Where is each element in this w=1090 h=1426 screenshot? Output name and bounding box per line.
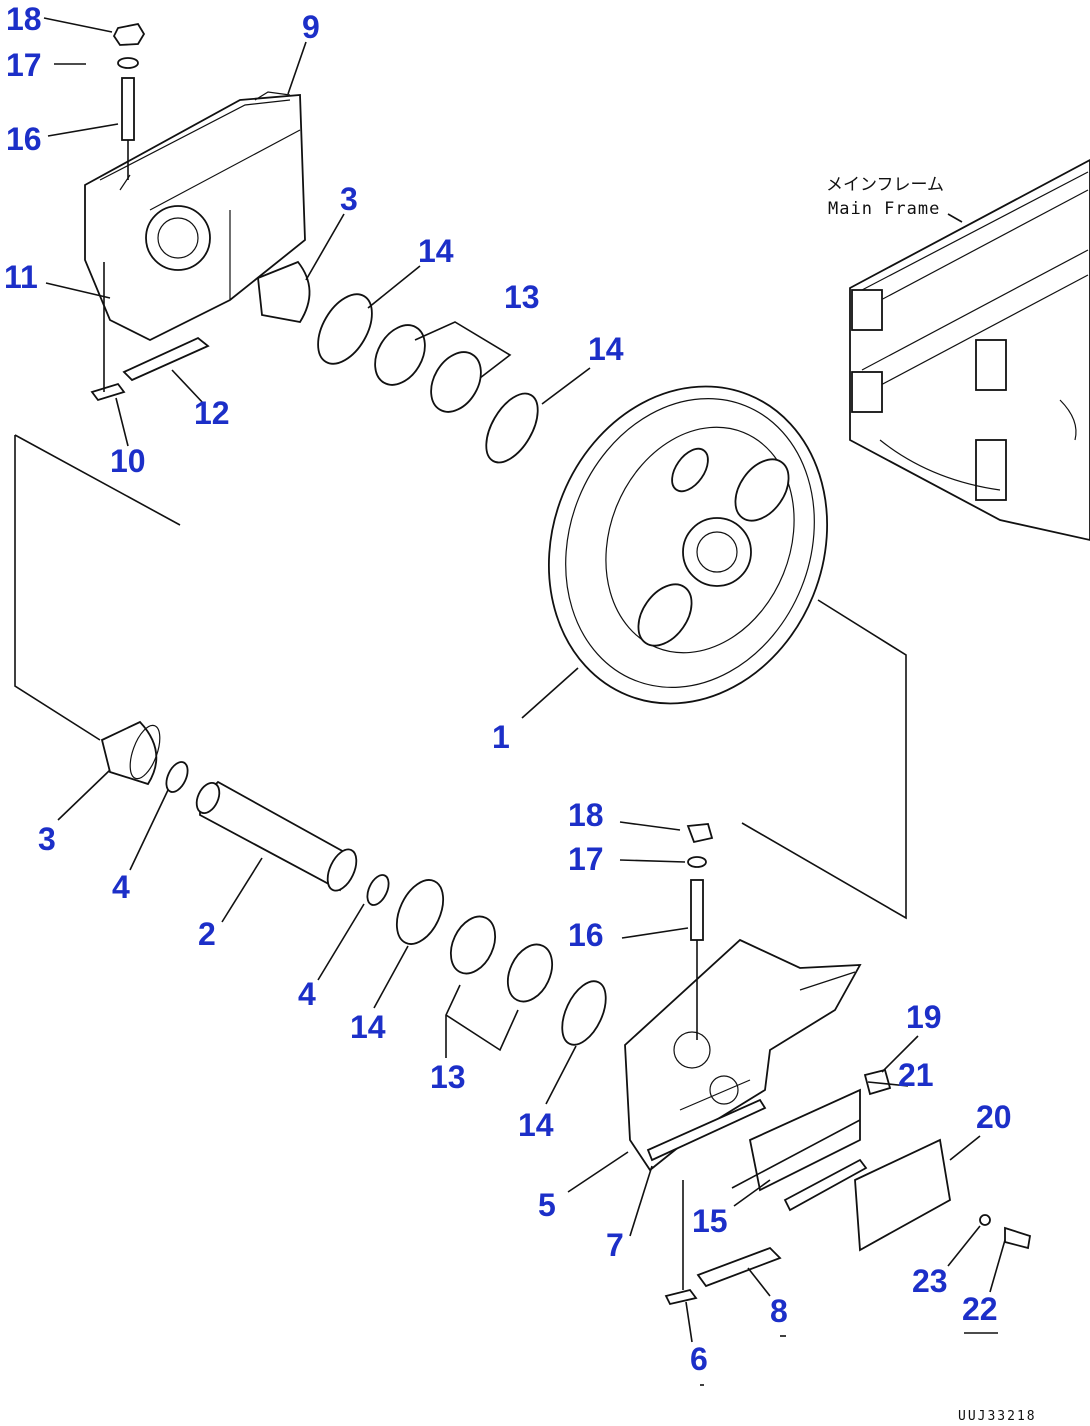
callout-5: 5 <box>538 1187 556 1223</box>
callout-23: 23 <box>912 1263 948 1299</box>
guide-shim <box>783 1158 868 1212</box>
callout-4-b: 4 <box>298 976 316 1012</box>
callout-20: 20 <box>976 1099 1012 1135</box>
guide-plate-outer <box>854 1138 951 1252</box>
callout-17-lower: 17 <box>568 841 604 877</box>
lower-bolt-drawing <box>682 823 714 1290</box>
upper-shim-plate <box>122 336 210 382</box>
callout-4-a: 4 <box>112 869 130 905</box>
guide-plate-inner <box>748 1088 861 1192</box>
callout-14-b: 14 <box>588 331 624 367</box>
callout-3-lower: 3 <box>38 821 56 857</box>
bolt-22-drawing <box>1004 1226 1032 1250</box>
lower-shim-plate <box>696 1246 782 1288</box>
callout-1: 1 <box>492 719 510 755</box>
upper-seal-b <box>430 351 482 413</box>
callout-22: 22 <box>962 1291 998 1327</box>
lower-seal-a <box>449 915 497 975</box>
callout-18-upper: 18 <box>6 1 42 37</box>
washer-23-drawing <box>979 1214 991 1226</box>
callout-18-lower: 18 <box>568 797 604 833</box>
callout-7: 7 <box>606 1227 624 1263</box>
leader-lines <box>14 17 1006 1386</box>
callout-14-c: 14 <box>350 1009 386 1045</box>
upper-o-ring-a <box>317 293 373 365</box>
bolt-19-drawing <box>863 1068 892 1096</box>
callout-11: 11 <box>4 259 38 295</box>
lower-bushing-drawing <box>100 720 161 786</box>
callout-9: 9 <box>302 9 320 45</box>
lower-seal-b <box>506 943 554 1003</box>
callout-15: 15 <box>692 1203 728 1239</box>
callout-8: 8 <box>770 1293 788 1329</box>
callout-19: 19 <box>906 999 942 1035</box>
callout-16-lower: 16 <box>568 917 604 953</box>
callout-21: 21 <box>898 1057 934 1093</box>
lower-support-drawing <box>624 938 862 1172</box>
lower-ring-b <box>366 874 390 906</box>
idler-wheel-drawing <box>547 385 829 705</box>
callout-2: 2 <box>198 916 216 952</box>
lower-ring-a <box>165 761 189 793</box>
main-frame-label-english: Main Frame <box>828 199 940 219</box>
callout-6: 6 <box>690 1341 708 1377</box>
upper-shim-small <box>90 382 126 402</box>
callout-16-upper: 16 <box>6 121 42 157</box>
drawing-code: UUJ33218 <box>958 1409 1037 1424</box>
lower-o-ring-a <box>395 879 445 945</box>
upper-bushing-drawing <box>257 260 311 323</box>
callout-10: 10 <box>110 443 146 479</box>
upper-bolt-drawing <box>112 22 146 180</box>
callout-13-lower: 13 <box>430 1059 466 1095</box>
main-frame-label-japanese: メインフレーム <box>826 175 944 195</box>
callout-17-upper: 17 <box>6 47 42 83</box>
lower-shim-small <box>664 1288 698 1306</box>
upper-support-drawing <box>84 91 306 342</box>
upper-o-ring-b <box>485 392 539 464</box>
upper-seal-a <box>374 324 426 386</box>
lower-o-ring-b <box>561 980 607 1046</box>
callout-14-d: 14 <box>518 1107 554 1143</box>
callout-13-upper: 13 <box>504 279 540 315</box>
callout-3-upper: 3 <box>340 181 358 217</box>
callout-12: 12 <box>194 395 230 431</box>
main-frame-drawing <box>849 158 1090 541</box>
shaft-drawing <box>195 780 358 892</box>
callout-14-a: 14 <box>418 233 454 269</box>
